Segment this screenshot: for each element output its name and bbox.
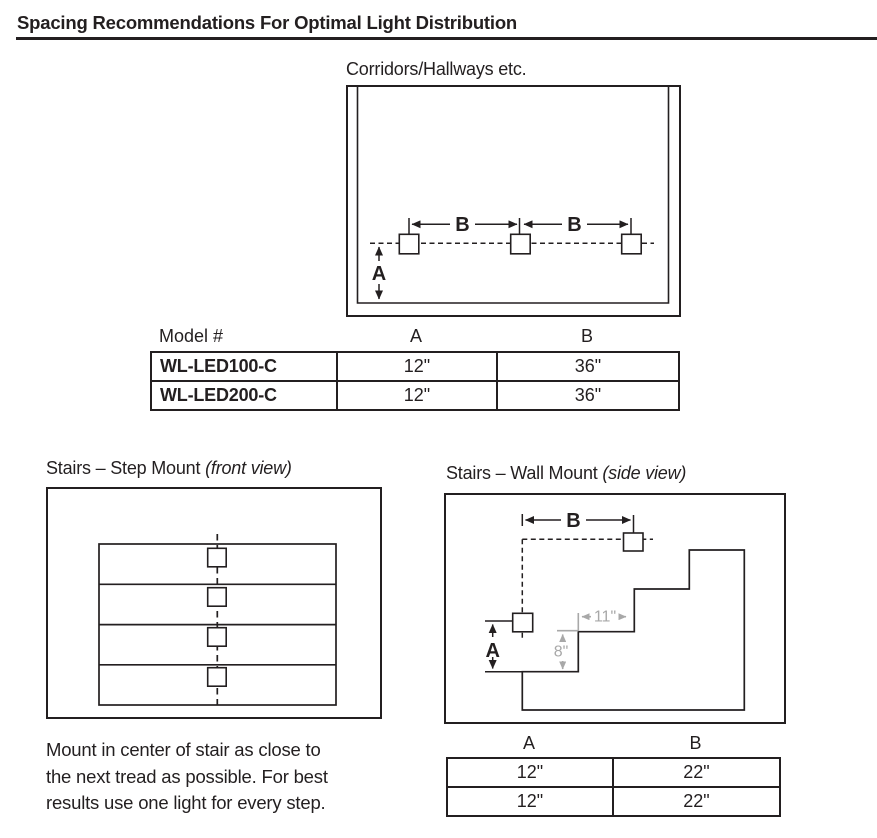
col-header-a: A [409, 326, 422, 346]
light-fixture-square [511, 612, 534, 633]
b-cell: 22" [612, 757, 781, 788]
col-header-model: Model # [159, 326, 224, 346]
corridor-caption: Corridors/Hallways etc. [346, 59, 527, 79]
step-mount-caption-view: (front view) [205, 458, 292, 478]
spacing-table-header: A B [446, 733, 779, 754]
corridor-inner-wall [356, 87, 670, 304]
a-cell: 12" [446, 757, 614, 788]
riser-height-label: 8" [554, 644, 569, 661]
dim-b-label: B [455, 214, 469, 236]
step-mount-diagram [46, 487, 382, 719]
model-cell: WL-LED200-C [150, 380, 338, 411]
model-table: WL-LED100-C 12" 36" WL-LED200-C 12" 36" [150, 351, 680, 411]
corridor-diagram: B B A [346, 85, 681, 317]
a-cell: 12" [446, 786, 614, 817]
figure-frame [444, 493, 786, 724]
note-line: the next tread as possible. For best [46, 765, 328, 787]
corridor-outer-wall [346, 85, 681, 317]
model-table-header: Model # A B [150, 326, 678, 347]
a-cell: 12" [336, 380, 498, 411]
figure-frame [46, 487, 382, 719]
light-fixture-square [206, 666, 227, 687]
mounting-note: Mount in center of stair as close to the… [46, 737, 406, 817]
spacing-table: 12" 22" 12" 22" [446, 757, 781, 817]
dim-b-label: B [566, 510, 580, 532]
light-fixture-square [206, 626, 227, 647]
b-cell: 36" [496, 380, 680, 411]
wall-mount-diagram: 11" 8" B A [444, 493, 786, 724]
b-cell: 36" [496, 351, 680, 382]
note-line: results use one light for every step. [46, 792, 326, 813]
table-row: WL-LED100-C 12" 36" [150, 351, 680, 382]
dim-b-label: B [567, 214, 581, 236]
step-mount-caption-text: Stairs – Step Mount [46, 458, 206, 478]
b-cell: 22" [612, 786, 781, 817]
note-line: Mount in center of stair as close to [46, 739, 321, 760]
col-header-b: B [689, 733, 702, 753]
wall-mount-caption: Stairs – Wall Mount (side view) [446, 463, 686, 484]
table-row: 12" 22" [446, 786, 781, 817]
title-underline [16, 37, 877, 40]
light-fixture-square [398, 233, 420, 255]
stairs-side-profile [521, 549, 746, 711]
table-row: 12" 22" [446, 757, 781, 788]
page-title: Spacing Recommendations For Optimal Ligh… [17, 12, 518, 33]
table-row: WL-LED200-C 12" 36" [150, 380, 680, 411]
light-fixture-square [509, 233, 531, 255]
light-fixture-square [622, 532, 644, 552]
light-fixture-square [206, 547, 227, 568]
col-header-a: A [522, 733, 535, 753]
col-header-b: B [580, 326, 593, 346]
a-cell: 12" [336, 351, 498, 382]
light-fixture-square [620, 233, 643, 255]
dim-a-label: A [485, 640, 499, 662]
wall-mount-caption-view: (side view) [602, 463, 687, 483]
dim-a-label: A [372, 263, 386, 285]
step-mount-caption: Stairs – Step Mount (front view) [46, 458, 292, 479]
model-cell: WL-LED100-C [150, 351, 338, 382]
wall-mount-caption-text: Stairs – Wall Mount [446, 463, 603, 483]
tread-depth-label: 11" [594, 609, 616, 626]
light-fixture-square [206, 586, 227, 607]
